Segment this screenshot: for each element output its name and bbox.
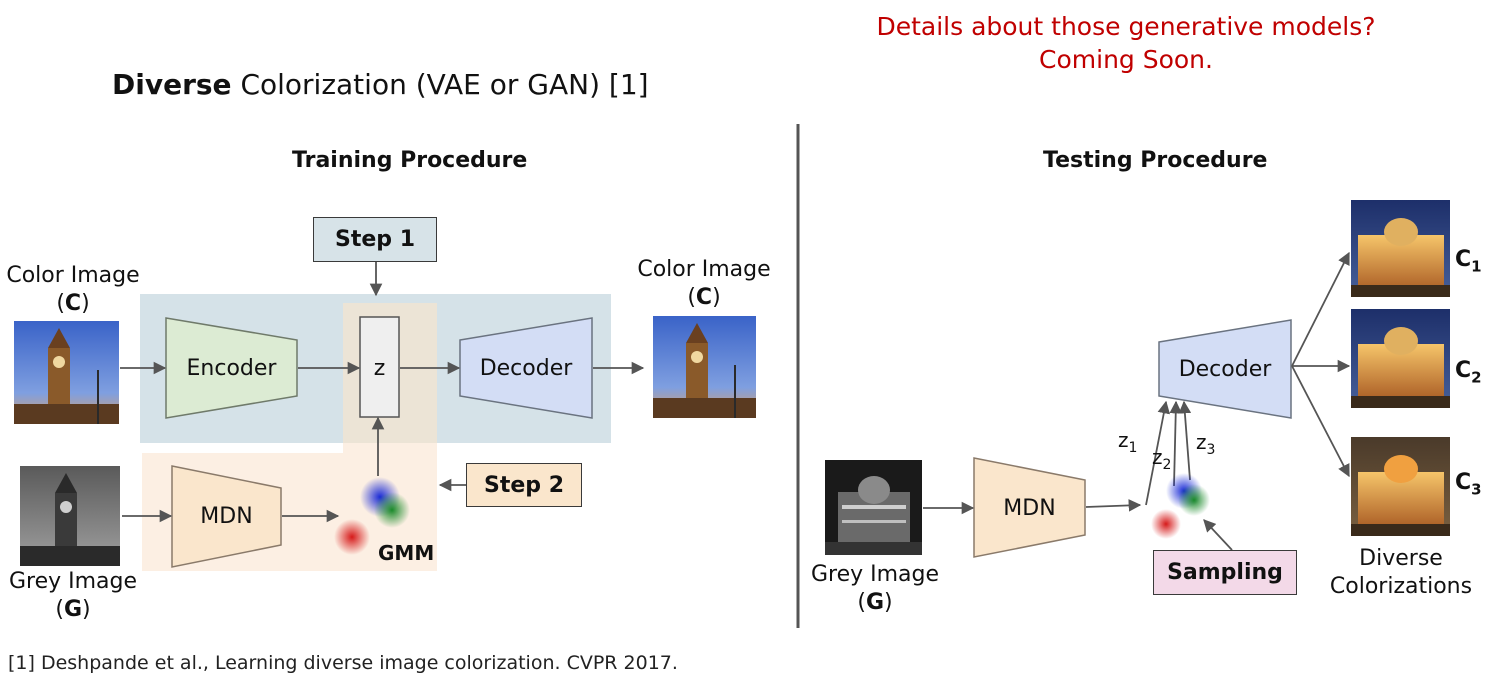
z3-label: z3 (1196, 430, 1216, 458)
color-image-input-label: Color Image (C) (0, 262, 146, 318)
encoder-label: Encoder (186, 355, 277, 381)
latent-z-label: z (373, 355, 386, 381)
decoder-shape-testing (1158, 319, 1292, 419)
z2-label: z2 (1152, 445, 1172, 473)
output-photo-c3 (1351, 437, 1450, 536)
color-image-output-text: Color Image (637, 257, 771, 282)
gmm-blobs-testing (1151, 473, 1210, 539)
color-image-output-photo (653, 316, 756, 418)
decoder-shape-training (459, 317, 593, 419)
diverse-colorizations-line2: Colorizations (1329, 574, 1473, 599)
slide-title-bold: Diverse (112, 68, 232, 101)
decoder-training-label: Decoder (479, 355, 573, 381)
color-image-output-symbol: C (695, 285, 713, 310)
step-2-box: Step 2 (466, 463, 582, 507)
c3-label: C3 (1455, 470, 1482, 499)
grey-image-training-label: Grey Image (G) (0, 568, 146, 624)
sampling-box: Sampling (1153, 550, 1297, 595)
output-photo-c2 (1351, 309, 1450, 408)
grey-image-testing-symbol: G (865, 590, 885, 615)
note-line-1: Details about those generative models? (876, 12, 1376, 41)
note-line-2: Coming Soon. (1039, 45, 1213, 74)
coming-soon-note: Details about those generative models? C… (826, 10, 1426, 76)
color-image-input-symbol: C (64, 291, 82, 316)
mdn-shape-testing (973, 457, 1086, 558)
mdn-training-label: MDN (200, 503, 253, 529)
grey-image-training-text: Grey Image (8, 569, 138, 594)
gmm-blobs-training (334, 477, 410, 555)
testing-procedure-title: Testing Procedure (1043, 148, 1268, 173)
step-1-box: Step 1 (313, 217, 437, 262)
color-image-output-label: Color Image (C) (630, 256, 778, 312)
c2-label: C2 (1455, 358, 1482, 387)
mdn-shape-training (171, 465, 282, 568)
slide-title-rest: Colorization (VAE or GAN) [1] (231, 68, 649, 101)
output-photo-c1 (1351, 200, 1450, 297)
mdn-testing-label: MDN (1003, 495, 1056, 521)
encoder-shape (165, 317, 298, 419)
gmm-label: GMM (378, 541, 435, 565)
grey-image-testing-text: Grey Image (810, 562, 940, 587)
grey-image-training-symbol: G (63, 597, 83, 622)
decoder-testing-label: Decoder (1178, 356, 1272, 382)
z1-label: z1 (1118, 428, 1138, 456)
footnote-citation: [1] Deshpande et al., Learning diverse i… (8, 652, 678, 674)
slide-title: Diverse Colorization (VAE or GAN) [1] (112, 68, 649, 101)
grey-image-testing-label: Grey Image (G) (802, 561, 948, 617)
grey-image-training-photo (20, 466, 120, 566)
grey-image-testing-photo (825, 460, 922, 555)
diverse-colorizations-line1: Diverse (1359, 546, 1443, 571)
color-image-input-text: Color Image (6, 263, 140, 288)
diverse-colorizations-label: Diverse Colorizations (1320, 545, 1482, 601)
training-procedure-title: Training Procedure (292, 148, 528, 173)
c1-label: C1 (1455, 247, 1482, 276)
color-image-input-photo (14, 321, 119, 424)
